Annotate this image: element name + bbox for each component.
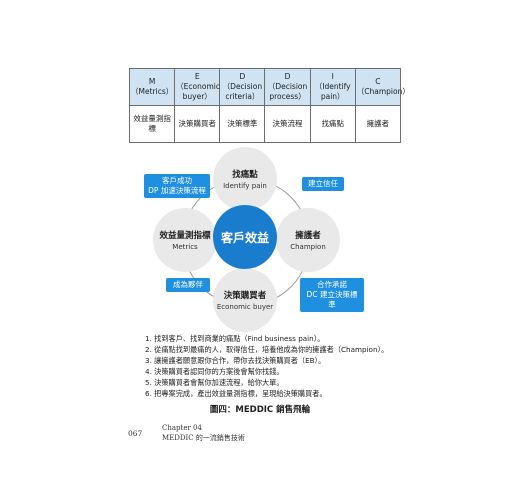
node-identify-pain: 找痛點 Identify pain [213, 147, 277, 211]
table-header-cell: M（Metrics） [128, 68, 176, 106]
table-header-cell: I（Identify pain） [309, 68, 356, 106]
chapter-title: MEDDIC 的一流銷售技術 [162, 434, 245, 442]
chapter-label: Chapter 04 [162, 424, 202, 432]
list-item: 1. 找到客戶、找到商業的痛點（Find business pain）。 [145, 334, 325, 343]
tag-customer-success: 客戶成功 DP 加速決策流程 [144, 174, 210, 198]
list-item: 3. 讓擁護者願意跟你合作，帶你去找決策購買者（EB）。 [145, 356, 326, 365]
page-number: 067 [128, 429, 143, 438]
table-header-cell: D（Decision process） [264, 68, 311, 106]
table-header-cell: E（Economic buyer） [174, 68, 221, 106]
list-item: 4. 決策購買者認同你的方案後會幫你找錢。 [145, 367, 284, 376]
table-header-cell: D（Decision criteria） [219, 68, 266, 106]
figure-caption: 圖四：MEDDIC 銷售飛輪 [209, 405, 311, 415]
chapter-footer: Chapter 04 MEDDIC 的一流銷售技術 [162, 423, 245, 443]
table-header-row: M（Metrics） E（Economic buyer） D（Decision … [128, 68, 410, 106]
meddic-table: M（Metrics） E（Economic buyer） D（Decision … [128, 68, 410, 143]
tag-become-partner: 成為夥伴 [166, 278, 210, 292]
tag-cooperation-commitment: 合作承諾 DC 建立決策標準 [300, 278, 364, 312]
node-champion: 擁護者 Champion [276, 208, 340, 272]
list-item: 5. 決策購買者會幫你加速流程，給你大單。 [145, 378, 284, 387]
table-cell: 找痛點 [309, 105, 356, 143]
center-customer-value: 客戶效益 [213, 205, 277, 269]
table-row: 效益量測指標 決策購買者 決策標準 決策流程 找痛點 擁護者 [128, 105, 402, 143]
table-cell: 擁護者 [354, 105, 402, 143]
list-item: 2. 從痛點找到最痛的人，取得信任，培養他成為你的擁護者（Champion）。 [145, 345, 389, 354]
table-cell: 決策購買者 [174, 105, 221, 143]
node-economic-buyer: 決策購買者 Economic buyer [213, 268, 277, 332]
steps-list: 1. 找到客戶、找到商業的痛點（Find business pain）。 2. … [145, 333, 388, 399]
table-cell: 效益量測指標 [128, 105, 176, 143]
list-item: 6. 把專案完成，產出效益量測指標，呈現給決策購買者。 [145, 389, 327, 398]
table-header-cell: C（Champion） [354, 68, 410, 106]
tag-build-trust: 建立信任 [302, 177, 344, 191]
node-metrics: 效益量測指標 Metrics [153, 208, 217, 272]
